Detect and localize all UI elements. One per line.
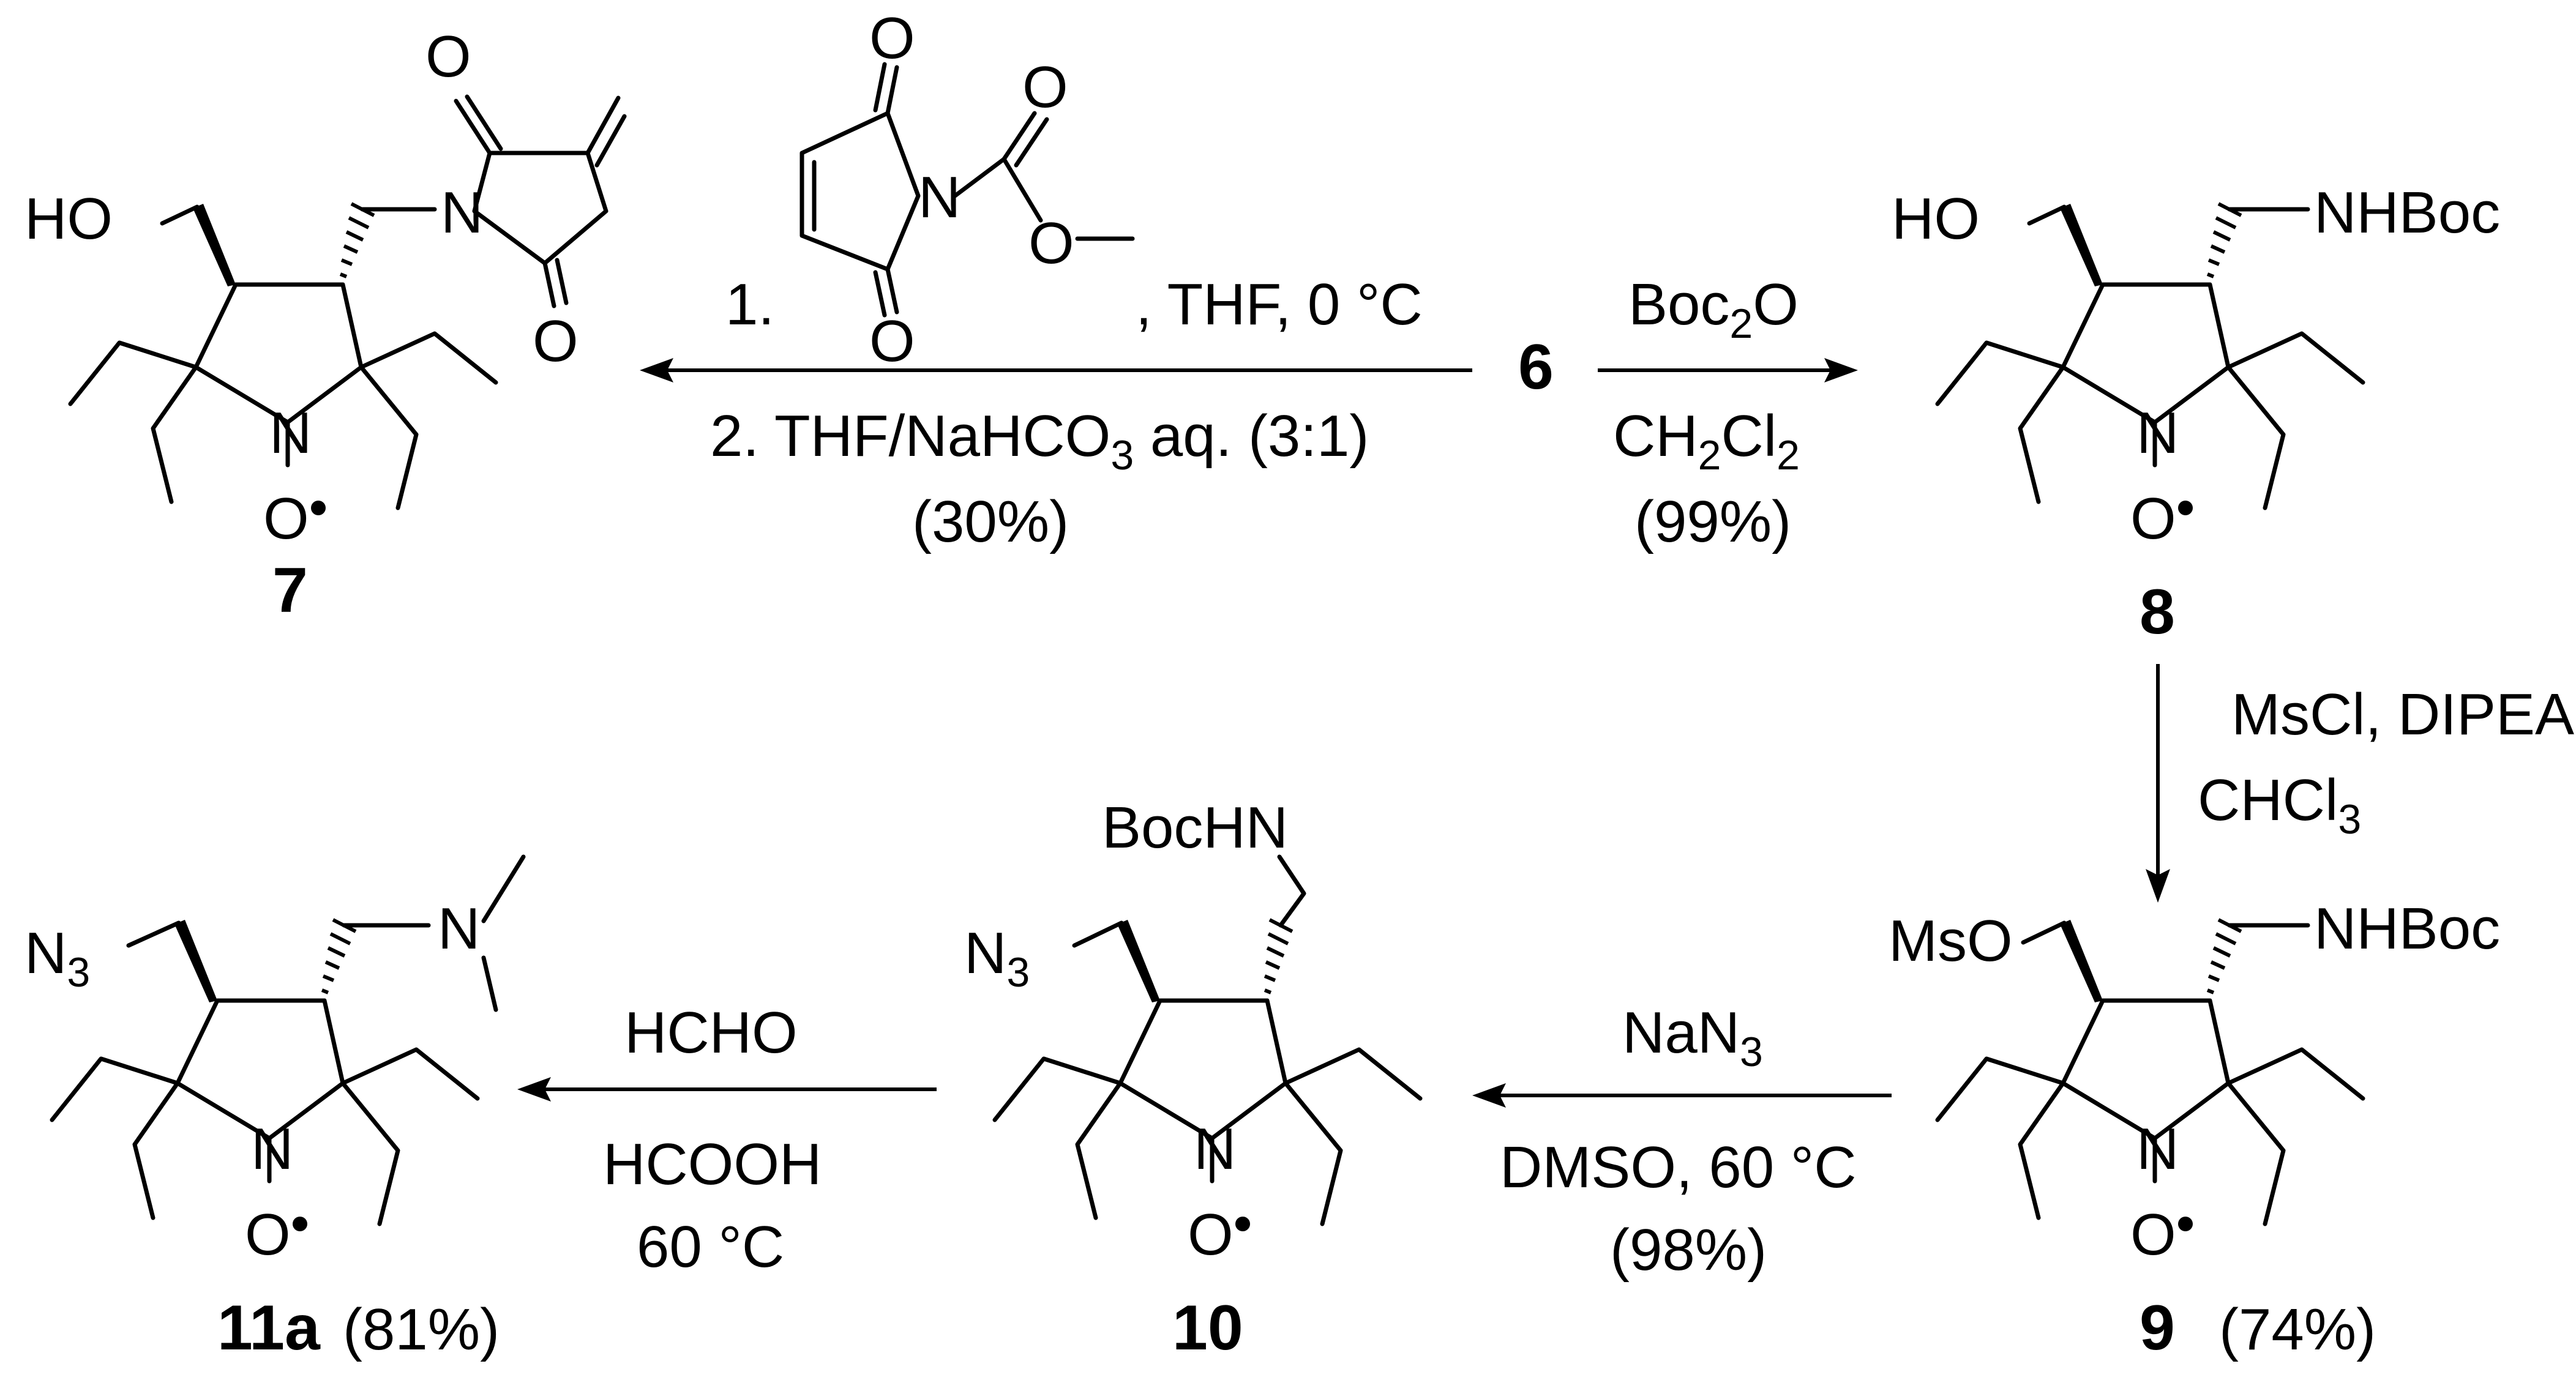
compound-7-hash-bond — [339, 202, 375, 278]
step-6-8-solvent: CH2Cl2 — [1613, 403, 1800, 479]
compound-10-ring-n: N — [1194, 1116, 1236, 1182]
step-9-10-conditions: DMSO, 60 °C — [1500, 1135, 1857, 1200]
compound-10-ring-o: O — [1188, 1202, 1234, 1267]
compound-10-hash-bond — [1264, 918, 1294, 994]
compound-11a-ring-o: O — [245, 1202, 291, 1267]
compound-9-ring-o: O — [2130, 1202, 2176, 1267]
compound-9-label: 9 — [2140, 1292, 2175, 1363]
compound-9-mesylate: MsO — [1889, 908, 2013, 974]
compound-9-structure: MsO NHBoc N O 9 (74%) — [1889, 896, 2500, 1363]
compound-11a-label: 11a — [217, 1292, 321, 1363]
compound-7-ring-o: O — [263, 486, 309, 551]
step-8-9-reagents: MsCl, DIPEA — [2231, 682, 2574, 747]
step-6-8-reagent: Boc2O — [1628, 272, 1799, 347]
maleimide-reagent-structure: O N O O O — [799, 6, 1135, 374]
step-6-7-line1-tail: , THF, 0 °C — [1136, 272, 1423, 337]
step-9-10-reagent: NaN3 — [1622, 1000, 1763, 1075]
compound-10-structure: N3 BocHN N O 10 — [964, 795, 1423, 1363]
compound-11a-dimethylamine: N — [438, 896, 480, 961]
step-6-8-yield: (99%) — [1634, 489, 1791, 554]
compound-11a-structure: N3 N N O 11a (81%) — [24, 854, 526, 1363]
compound-9-yield: (74%) — [2219, 1297, 2376, 1362]
compound-8-amine: NHBoc — [2314, 180, 2500, 245]
arrow-9-to-10 — [1472, 1083, 1892, 1108]
compound-9-hash-bond — [2206, 918, 2242, 994]
compound-8-ring-o: O — [2130, 486, 2176, 551]
compound-8-hash-bond — [2206, 202, 2242, 278]
compound-7-imide-o-top: O — [425, 24, 471, 89]
compound-11a-azide: N3 — [24, 920, 90, 996]
compound-11a-yield: (81%) — [343, 1297, 500, 1362]
step-6-7-yield: (30%) — [912, 489, 1069, 554]
arrow-6-to-7 — [640, 358, 1472, 382]
maleimide-o-bottom: O — [869, 308, 915, 374]
compound-7-structure: HO N O O N O 7 — [24, 24, 627, 626]
maleimide-carbonyl-o: O — [1022, 54, 1068, 120]
step-10-11a-temperature: 60 °C — [637, 1214, 784, 1280]
compound-9-ring-n: N — [2136, 1116, 2179, 1182]
step-10-11a-reagent2: HCOOH — [603, 1132, 822, 1197]
compound-7-hydroxyl: HO — [24, 186, 113, 252]
step-6-7-line2: 2. THF/NaHCO3 aq. (3:1) — [710, 403, 1369, 479]
compound-8-ring-n: N — [2136, 400, 2179, 466]
compound-11a-ring-n: N — [251, 1116, 293, 1182]
arrow-8-to-9 — [2146, 664, 2170, 903]
arrow-6-to-8 — [1598, 358, 1858, 382]
maleimide-n: N — [918, 165, 960, 230]
compound-9-amine: NHBoc — [2314, 896, 2500, 961]
compound-10-azide: N3 — [964, 920, 1030, 996]
compound-11a-hash-bond — [321, 918, 357, 994]
arrow-10-to-11a — [517, 1077, 937, 1102]
step-8-9-solvent: CHCl3 — [2198, 767, 2361, 843]
compound-7-label: 7 — [272, 555, 308, 626]
compound-7-ring-n: N — [269, 400, 312, 466]
compound-6-label: 6 — [1518, 332, 1554, 403]
compound-10-amine: BocHN — [1102, 795, 1288, 860]
maleimide-o-top: O — [869, 6, 915, 71]
step-6-7-line1-num: 1. — [725, 272, 774, 337]
step-9-10-yield: (98%) — [1610, 1217, 1767, 1283]
compound-8-structure: HO NHBoc N O 8 — [1892, 180, 2500, 647]
step-10-11a-reagent1: HCHO — [624, 1000, 798, 1065]
compound-8-label: 8 — [2140, 576, 2175, 647]
maleimide-ester-o: O — [1028, 211, 1074, 276]
compound-8-hydroxyl: HO — [1892, 186, 1980, 252]
compound-7-imide-n: N — [441, 180, 483, 245]
compound-10-label: 10 — [1172, 1292, 1243, 1363]
compound-7-imide-o-bottom: O — [533, 308, 578, 374]
